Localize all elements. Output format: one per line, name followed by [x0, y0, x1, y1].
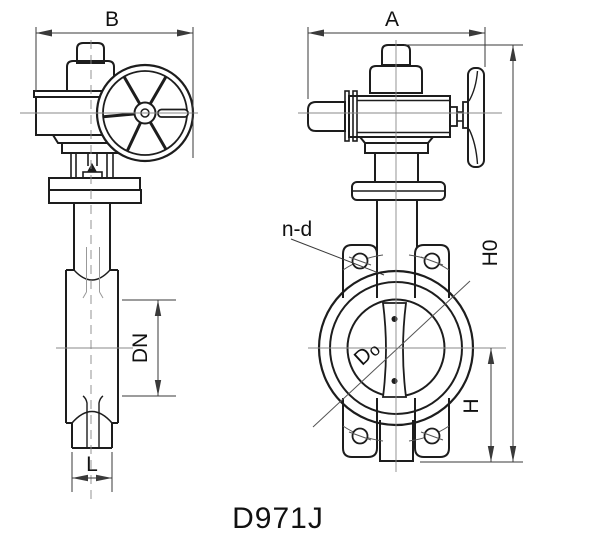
wafer-body-side [65, 270, 119, 449]
stem-hidden-lines [82, 247, 104, 299]
bottom-dome [71, 410, 113, 424]
actuator-cylinder [348, 95, 451, 138]
transition-band [364, 142, 429, 154]
disc-edge [381, 302, 408, 398]
model-label: D971J [232, 502, 324, 535]
lug-bottom-right [414, 398, 450, 458]
dim-label-nd: n-d [282, 218, 312, 241]
bolt-hole-ticks [348, 256, 444, 441]
disc-pin-top [391, 316, 398, 322]
disc-pin-bottom [391, 378, 398, 384]
valve-neck-side [73, 203, 111, 270]
bottom-foot [379, 420, 414, 462]
dimensions [35, 27, 523, 492]
bolt-holes-leader-line [290, 238, 385, 276]
dim-label-a: A [385, 8, 399, 31]
dim-label-b: B [105, 8, 119, 31]
handwheel-side-icon [449, 67, 485, 168]
dim-label-h: H [460, 398, 483, 413]
motor-flange-ring-2 [352, 90, 358, 142]
dim-label-dn: DN [129, 333, 152, 363]
actuator-top-cap [76, 42, 105, 64]
actuator-second-cap [66, 60, 115, 92]
mount-flange-upper [48, 177, 141, 191]
neck-inner-dome [73, 269, 111, 281]
yoke-ribs [70, 153, 114, 178]
dim-label-l: L [86, 453, 98, 476]
motor-cap [307, 101, 346, 132]
centerlines [20, 40, 506, 500]
indicator-pointer-icon [87, 163, 97, 172]
lug-bottom-left [342, 398, 378, 458]
left-view [33, 42, 195, 449]
bottom-stem [82, 395, 104, 448]
mount-flange-lower [48, 189, 142, 204]
actuator-second-cap-right [369, 65, 423, 94]
disc-diagonal-line [312, 280, 471, 428]
actuator-cylinder-lips [357, 99, 450, 134]
valve-neck-front [376, 199, 418, 271]
stem-column [374, 152, 419, 183]
dim-label-h0: H0 [479, 240, 502, 267]
